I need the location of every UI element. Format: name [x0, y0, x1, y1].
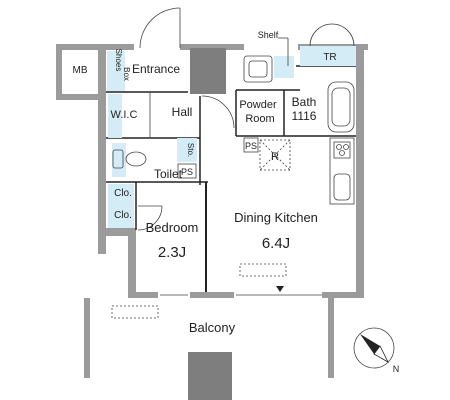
label-shoes-box-2: Box: [122, 67, 131, 81]
label-powder-room: Powder: [239, 99, 277, 111]
interior-walls: [106, 65, 356, 292]
label-clo-1: Clo.: [114, 188, 132, 199]
label-hall: Hall: [172, 105, 193, 119]
fixtures: [111, 7, 355, 319]
label-bath-size: 1116: [292, 109, 317, 123]
compass-north-label: N: [393, 364, 400, 374]
label-shoes-box: Shoes: [114, 49, 123, 72]
label-ps-toilet: PS: [181, 167, 193, 177]
label-fridge: R: [271, 151, 279, 163]
label-dining-kitchen: Dining Kitchen: [234, 210, 318, 225]
label-tr: TR: [323, 52, 336, 63]
outer-walls: [56, 44, 368, 400]
label-powder-room-2: Room: [245, 113, 274, 125]
label-entrance: Entrance: [132, 62, 180, 76]
label-dining-kitchen-size: 6.4J: [262, 235, 290, 252]
room-labels: MB Shoes Box Entrance Shelf TR Hall W.I.…: [73, 30, 337, 335]
compass: N: [353, 327, 400, 374]
label-toilet: Toilet: [154, 167, 183, 181]
label-mb: MB: [73, 65, 88, 76]
label-sto: Sto.: [186, 143, 195, 157]
label-clo-2: Clo.: [114, 210, 132, 221]
label-bath: Bath: [292, 95, 317, 109]
storage-areas: [107, 46, 356, 228]
label-wic: W.I.C: [111, 109, 138, 121]
label-shelf: Shelf: [258, 30, 279, 40]
label-ps-kitchen: PS: [245, 141, 257, 151]
compass-needle-icon: [360, 334, 380, 354]
label-bedroom-size: 2.3J: [158, 244, 186, 261]
label-bedroom: Bedroom: [146, 220, 199, 235]
label-balcony: Balcony: [189, 320, 236, 335]
